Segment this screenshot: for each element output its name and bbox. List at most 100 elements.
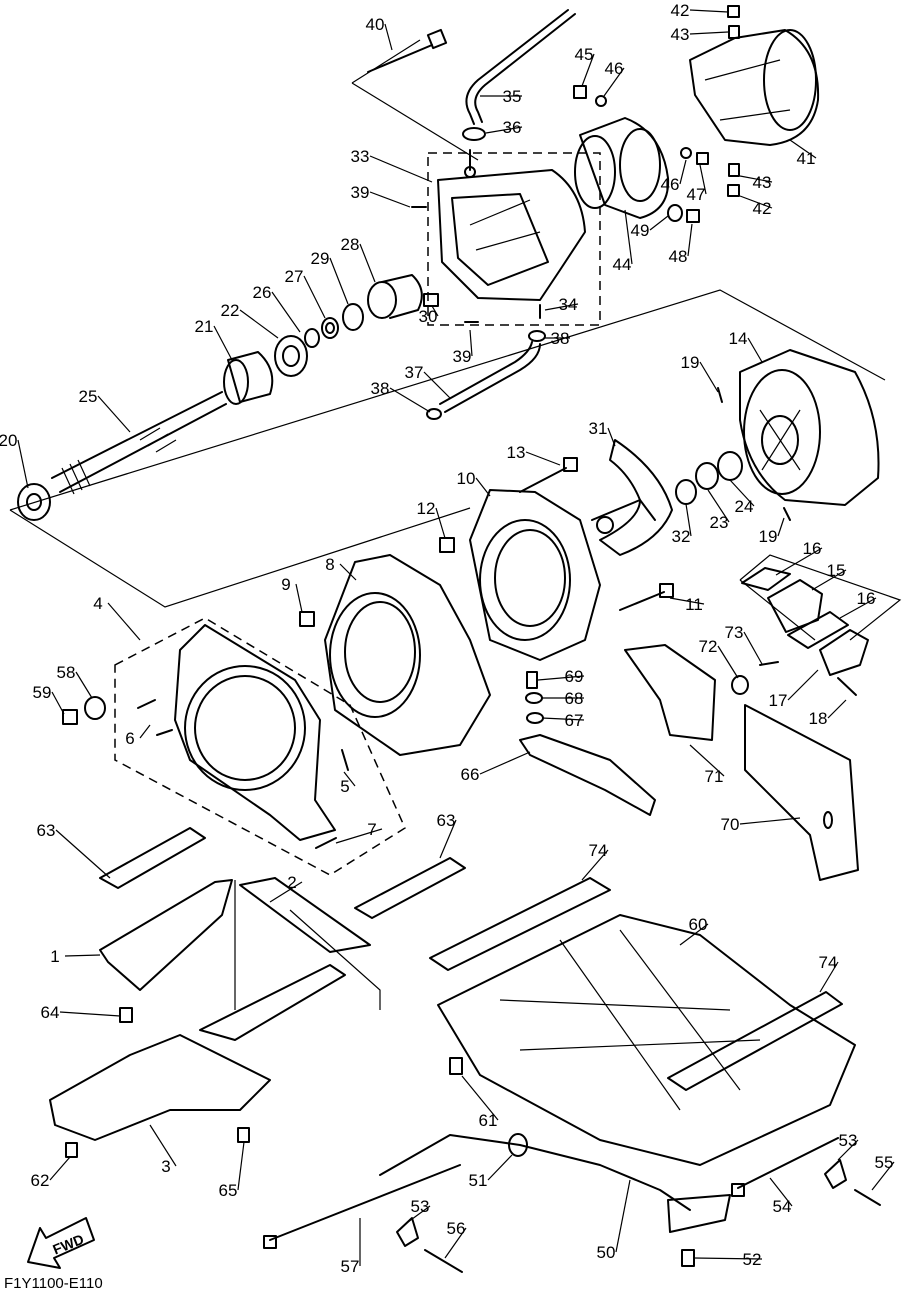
leader-c39b [469, 329, 473, 357]
callout-c47: 47 [687, 185, 706, 204]
callout-c39b: 39 [453, 347, 472, 366]
leader-c70 [739, 817, 801, 825]
part-38-clamp-lower [426, 408, 442, 420]
callout-c35: 35 [503, 87, 522, 106]
leader-c7 [335, 828, 383, 844]
part-1-bracket [99, 879, 233, 991]
leader-c29 [329, 257, 349, 305]
part-5-stud [341, 749, 349, 771]
callout-c36: 36 [503, 118, 522, 137]
leader-c43a [689, 31, 729, 35]
part-53-clip-left [396, 1217, 419, 1247]
callout-c26: 26 [253, 283, 272, 302]
leader-c26 [271, 291, 301, 333]
callout-c10: 10 [457, 469, 476, 488]
part-27-oil-seal [321, 317, 339, 339]
callout-c21: 21 [195, 317, 214, 336]
leader-c13 [525, 451, 561, 466]
leader-c28 [359, 243, 376, 283]
callout-c3: 3 [161, 1157, 170, 1176]
callout-c69: 69 [565, 667, 584, 686]
leader-c55 [871, 1161, 895, 1191]
callout-c61: 61 [479, 1111, 498, 1130]
leader-c63a [55, 829, 111, 879]
leader-c58 [75, 671, 93, 699]
leader-c38a [389, 387, 431, 413]
part-25-drive-shaft [51, 391, 227, 495]
leader-c46b [679, 159, 687, 185]
leader-c22 [239, 309, 279, 339]
fwd-direction-arrow: FWD [27, 1217, 95, 1269]
part-14-impeller-housing [739, 349, 880, 506]
part-24-ring [717, 451, 743, 481]
leader-c31 [607, 427, 616, 447]
callout-c64: 64 [41, 1003, 60, 1022]
callout-c2: 2 [287, 873, 296, 892]
part-43-collar-lower [728, 163, 740, 177]
part-23-ring [695, 462, 719, 490]
part-63-bracket-right [354, 857, 466, 919]
callout-c14: 14 [729, 329, 748, 348]
part-60-ride-plate [437, 914, 856, 1166]
callout-c8: 8 [325, 555, 334, 574]
leader-c69 [537, 675, 585, 681]
part-21-sleeve [223, 351, 274, 405]
assembly-outline-lines [9, 39, 902, 1010]
part-11-bolt [619, 583, 674, 611]
part-33-jet-pump-housing [437, 149, 586, 301]
leader-c54 [769, 1177, 793, 1207]
part-7-stud [315, 837, 337, 849]
callout-c16a: 16 [803, 539, 822, 558]
leader-c52 [693, 1257, 763, 1260]
callout-c70: 70 [721, 815, 740, 834]
callout-c74a: 74 [589, 841, 608, 860]
leader-c64 [59, 1011, 121, 1017]
part-6-stud [137, 699, 173, 736]
leader-c30 [431, 305, 439, 317]
callout-c53b: 53 [839, 1131, 858, 1150]
leader-c2 [269, 881, 303, 903]
leader-c42a [689, 9, 729, 13]
leader-c59 [51, 691, 65, 715]
part-62-bolt [65, 1142, 78, 1158]
leader-c73 [743, 631, 763, 665]
part-58-washer [84, 696, 106, 720]
callout-c46b: 46 [661, 175, 680, 194]
callout-c19a: 19 [681, 353, 700, 372]
leader-c12 [435, 507, 446, 539]
callout-c62: 62 [31, 1171, 50, 1190]
part-66-bracket [519, 734, 656, 816]
leader-c5 [343, 771, 356, 787]
callout-c17: 17 [769, 691, 788, 710]
leader-c8 [339, 563, 357, 581]
part-50-cable [379, 1134, 731, 1233]
callout-c46a: 46 [605, 59, 624, 78]
leader-c11 [669, 597, 705, 605]
leader-c66 [479, 751, 531, 775]
callout-c11: 11 [685, 595, 703, 614]
part-20-bearing [17, 483, 51, 521]
leader-c41 [789, 139, 817, 159]
leader-c1 [64, 954, 101, 957]
callout-c42a: 42 [671, 1, 690, 20]
callout-c65: 65 [219, 1181, 238, 1200]
callout-c67: 67 [565, 711, 584, 730]
leader-c9 [295, 583, 303, 613]
part-59-nut [62, 709, 78, 725]
part-74-rail-lower [667, 991, 843, 1091]
callout-c1: 1 [50, 947, 59, 966]
leader-c72 [717, 645, 739, 679]
callout-c71: 71 [705, 767, 724, 786]
callout-c55: 55 [875, 1153, 894, 1172]
part-46-washer-upper [595, 95, 607, 107]
callout-c30: 30 [419, 307, 438, 326]
leader-c20 [17, 439, 29, 489]
callout-c22: 22 [221, 301, 240, 320]
leader-c27 [303, 275, 326, 319]
leader-c67 [541, 717, 585, 721]
callout-c58: 58 [57, 663, 76, 682]
part-53-clip-right [824, 1159, 847, 1189]
part-45-bolt [573, 85, 587, 99]
part-29-o-ring [342, 303, 364, 331]
part-63-bracket-left [99, 827, 206, 889]
